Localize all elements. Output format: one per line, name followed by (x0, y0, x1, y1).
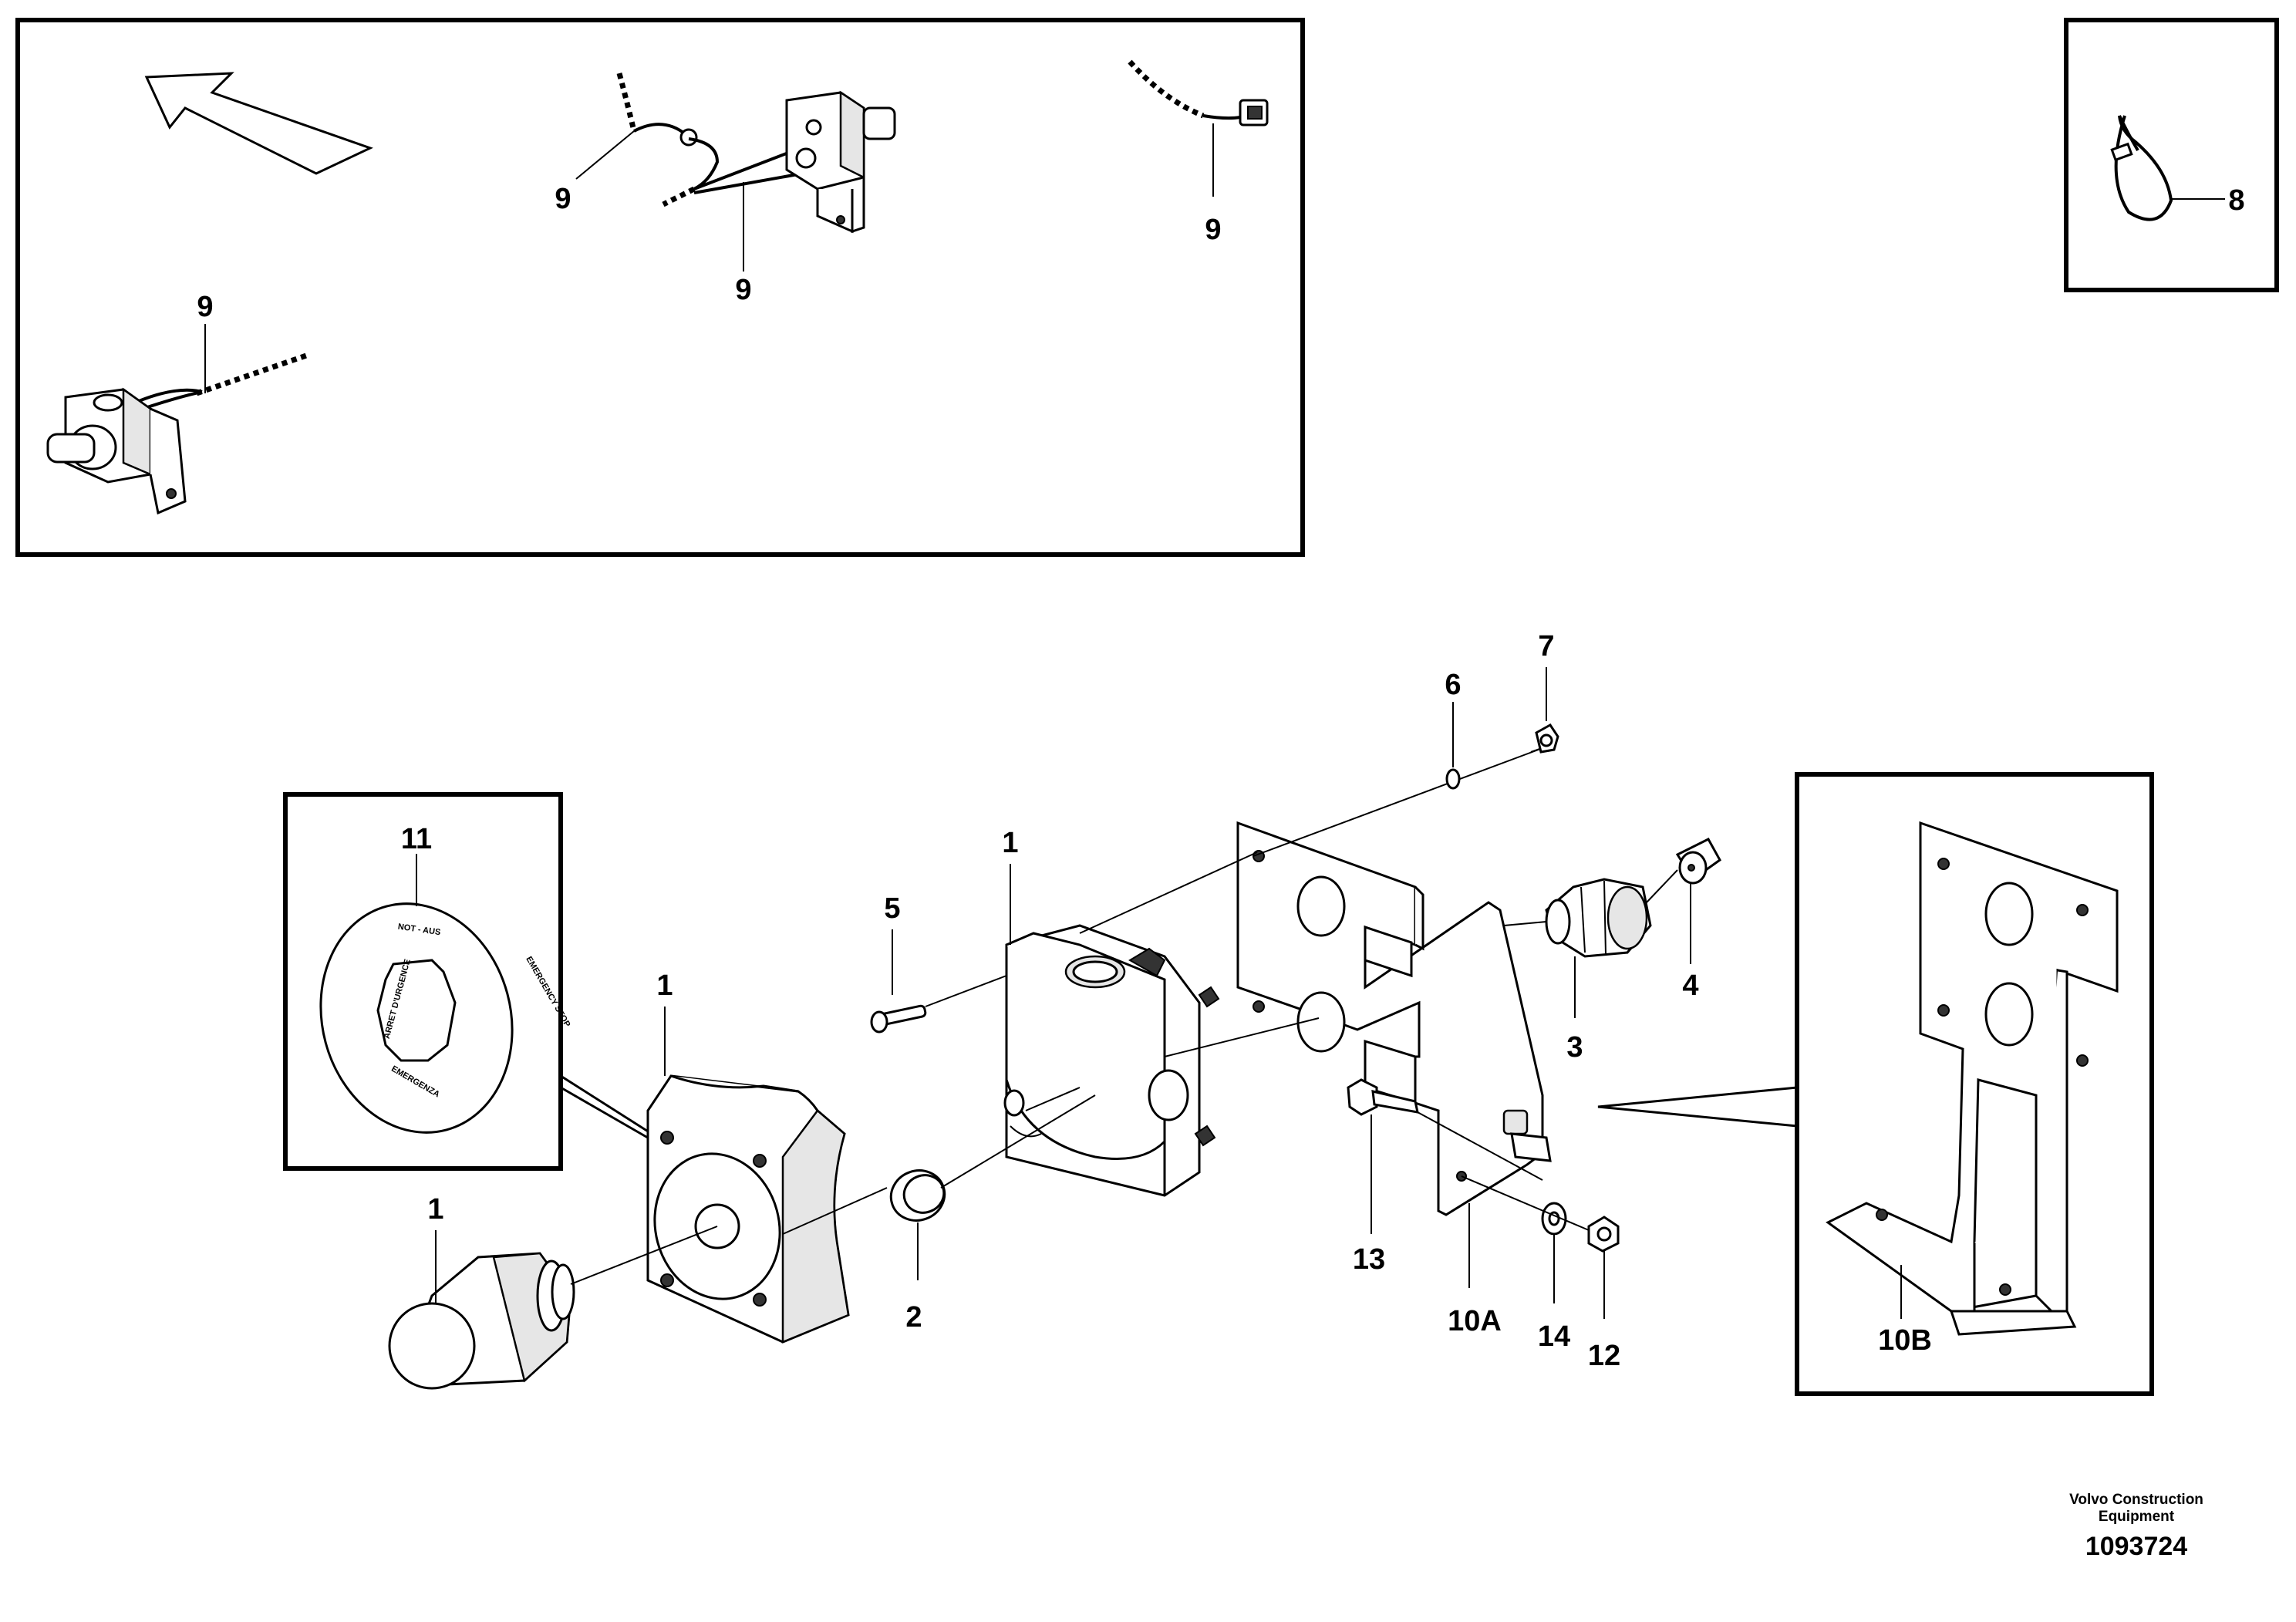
callout-8: 8 (2228, 184, 2244, 217)
callout-5: 5 (884, 892, 900, 925)
front-housing (646, 1074, 850, 1344)
callout-6: 6 (1445, 669, 1461, 701)
footer-company-line2: Equipment (2099, 1509, 2175, 1525)
callout-14: 14 (1538, 1320, 1570, 1353)
callout-9-b: 9 (735, 274, 751, 306)
inset-frame-installation (15, 18, 1305, 557)
callout-1-housing: 1 (656, 969, 673, 1002)
callout-1-box: 1 (1002, 827, 1018, 859)
emergency-push-button (388, 1252, 575, 1390)
callout-9-a: 9 (555, 183, 571, 215)
callout-9-d: 9 (197, 291, 213, 323)
cap-4 (1675, 838, 1721, 885)
direction-arrow-icon (144, 72, 373, 175)
callout-10a: 10A (1448, 1305, 1502, 1337)
inset-frame-label (283, 792, 563, 1171)
nut-7 (1535, 723, 1559, 754)
svg-text:EMERGENCY STOP: EMERGENCY STOP (524, 955, 571, 1029)
mounting-plate-10a (1236, 821, 1552, 1216)
callout-11: 11 (401, 823, 432, 855)
callout-12: 12 (1588, 1340, 1620, 1372)
inset-frame-cable-tie (2064, 18, 2279, 292)
washer-6 (1445, 768, 1461, 790)
callout-13: 13 (1353, 1243, 1385, 1276)
cable-gland-3 (1545, 878, 1652, 958)
washer-14 (1541, 1202, 1567, 1236)
cable-tie-icon (2110, 115, 2173, 221)
emergency-label-plate: NOT - AUS ARRET D'URGENCE EMERGENCY STOP… (319, 902, 572, 1134)
inset-frame-bracket-10b (1795, 772, 2154, 1396)
drawing-number: 1093724 (2085, 1532, 2187, 1561)
connector-plug-top-right (1128, 59, 1269, 126)
callout-1-button: 1 (427, 1193, 443, 1226)
callout-3: 3 (1566, 1031, 1583, 1064)
callout-7: 7 (1538, 630, 1554, 663)
switch-unit-left (46, 352, 310, 515)
nut-12 (1587, 1216, 1620, 1253)
screw-5 (870, 1004, 927, 1034)
bracket-10b (1826, 821, 2119, 1336)
callout-10b: 10B (1878, 1324, 1932, 1357)
callout-9-c: 9 (1205, 214, 1221, 246)
seal-ring-2 (889, 1169, 946, 1222)
callout-4: 4 (1682, 969, 1698, 1002)
switch-unit-top (616, 73, 896, 234)
enclosure-box (1003, 924, 1220, 1197)
footer-company-line1: Volvo Construction (2069, 1492, 2203, 1508)
callout-2: 2 (905, 1301, 922, 1334)
